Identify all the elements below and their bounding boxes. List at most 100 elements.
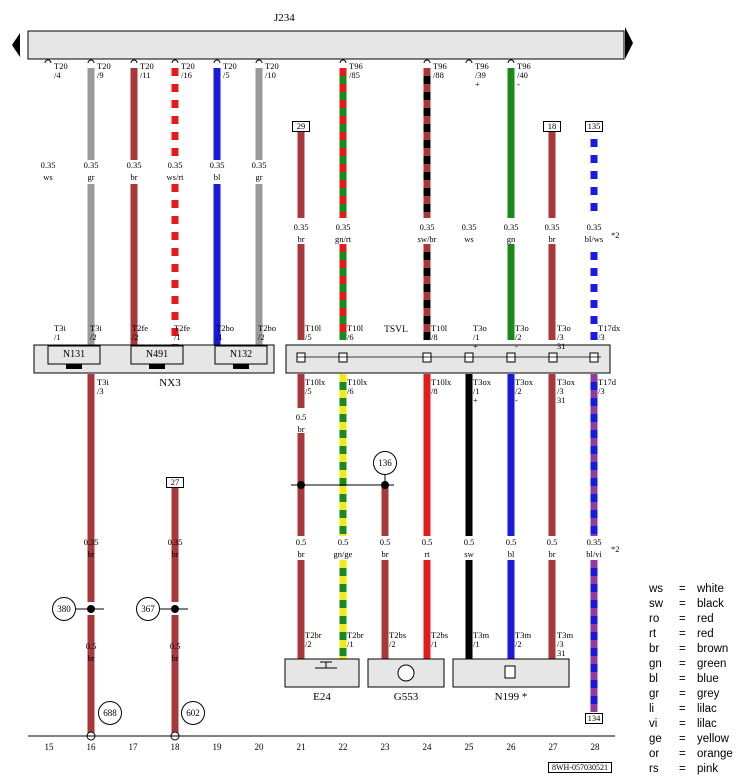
pin-icon — [465, 59, 473, 64]
polarity-label: + — [473, 341, 478, 351]
pin-label: T3i — [97, 377, 109, 387]
legend-color-name: white — [697, 583, 724, 595]
pin-label: T3i — [54, 323, 66, 333]
component-box — [284, 658, 360, 688]
legend-color-name: pink — [697, 763, 719, 775]
valve-icon — [504, 665, 516, 679]
module-terminal — [66, 364, 82, 369]
wire-color-code: ws — [43, 172, 53, 182]
legend-color-name: lilac — [697, 703, 717, 715]
wire-color-code: sw — [464, 549, 474, 559]
legend-abbr: li — [649, 703, 655, 715]
column-number: 16 — [86, 742, 96, 752]
legend-equals: = — [679, 748, 686, 760]
legend-equals: = — [679, 628, 686, 640]
pin-label: /3 — [557, 332, 564, 342]
wire-color-code: ws — [464, 234, 474, 244]
pin-label: /8 — [431, 386, 438, 396]
terminal-icon — [296, 352, 306, 363]
pin-label: T3o — [515, 323, 529, 333]
pin-label: T3m — [557, 630, 574, 640]
wire-size: 0.5 — [295, 412, 307, 422]
legend-abbr: rt — [649, 628, 657, 640]
left-arrow-icon — [12, 33, 20, 57]
terminal-icon — [338, 352, 348, 363]
sensor-icon — [397, 664, 415, 682]
connector-label: T96 — [475, 61, 489, 71]
current-track-circle: 380 — [52, 597, 76, 621]
polarity-label: - — [517, 79, 520, 89]
reference-box: 29 — [292, 121, 310, 132]
splice-dot — [87, 605, 95, 613]
pin-label: T2br — [347, 630, 364, 640]
pin-icon — [213, 59, 221, 64]
pin-label: T3ox — [557, 377, 575, 387]
column-number: 24 — [422, 742, 432, 752]
current-track-circle: 367 — [136, 597, 160, 621]
column-number: 23 — [380, 742, 390, 752]
pin-icon — [44, 59, 52, 64]
legend-abbr: ws — [649, 583, 664, 595]
polarity-label: - — [515, 341, 518, 351]
reference-box: 135 — [585, 121, 603, 132]
pin-label: /2 — [515, 639, 522, 649]
terminal-icon — [589, 352, 599, 363]
wire-color-code: bl — [507, 549, 515, 559]
wire-color-code: bl — [213, 172, 221, 182]
legend-equals: = — [679, 718, 686, 730]
connector-label: T20 — [181, 61, 195, 71]
polarity-label: 31 — [557, 648, 566, 658]
legend-color-name: grey — [697, 688, 720, 700]
connector-label: T96 — [349, 61, 363, 71]
module-terminal — [233, 364, 249, 369]
pin-label: /3 — [598, 332, 605, 342]
pin-icon — [339, 59, 347, 64]
legend-equals: = — [679, 673, 686, 685]
component-label: N199 * — [494, 691, 528, 703]
pin-label: T10lx — [431, 377, 452, 387]
wire-color-code: br — [297, 234, 305, 244]
wire-color-code: br — [297, 549, 305, 559]
pin-label: /2 — [515, 386, 522, 396]
pin-label: T3m — [515, 630, 532, 640]
footnote-marker: *2 — [611, 544, 620, 554]
pin-label: T10l — [431, 323, 448, 333]
column-number: 18 — [170, 742, 180, 752]
pin-label: /2 — [389, 639, 396, 649]
pin-label: T2fe — [132, 323, 149, 333]
splice-dot — [171, 605, 179, 613]
wire-size: 0.5 — [85, 641, 97, 651]
reference-box: 18 — [543, 121, 561, 132]
legend-abbr: gr — [649, 688, 660, 700]
pin-label: /1 — [216, 332, 223, 342]
wire-color-code: ws/rt — [166, 172, 184, 182]
pin-label: T10lx — [305, 377, 326, 387]
wire-size: 0.35 — [126, 160, 142, 170]
pin-label: /6 — [347, 332, 354, 342]
wire-size: 0.5 — [421, 537, 433, 547]
pin-label: /5 — [305, 386, 312, 396]
legend-color-name: lilac — [697, 718, 717, 730]
column-number: 19 — [212, 742, 222, 752]
connector-label: T20 — [265, 61, 279, 71]
polarity-label: 31 — [557, 395, 566, 405]
reference-box: 134 — [585, 713, 603, 724]
pin-label: /2 — [90, 332, 97, 342]
footnote-marker: *2 — [611, 230, 620, 240]
legend-equals: = — [679, 763, 686, 775]
wire-color-code: bl/ws — [584, 234, 604, 244]
pin-label: T2bo — [216, 323, 234, 333]
current-track-circle: 602 — [181, 701, 205, 725]
connector-label: T96 — [517, 61, 531, 71]
legend-abbr: gn — [649, 658, 662, 670]
legend-abbr: sw — [649, 598, 664, 610]
pin-label: T10l — [305, 323, 322, 333]
wire-color-code: gr — [87, 172, 95, 182]
legend-equals: = — [679, 613, 686, 625]
pin-label: /8 — [431, 332, 438, 342]
legend-abbr: br — [649, 643, 660, 655]
legend-color-name: red — [697, 628, 714, 640]
wire-color-code: gn/rt — [334, 234, 352, 244]
column-number: 25 — [464, 742, 474, 752]
wire-color-code: br — [381, 549, 389, 559]
